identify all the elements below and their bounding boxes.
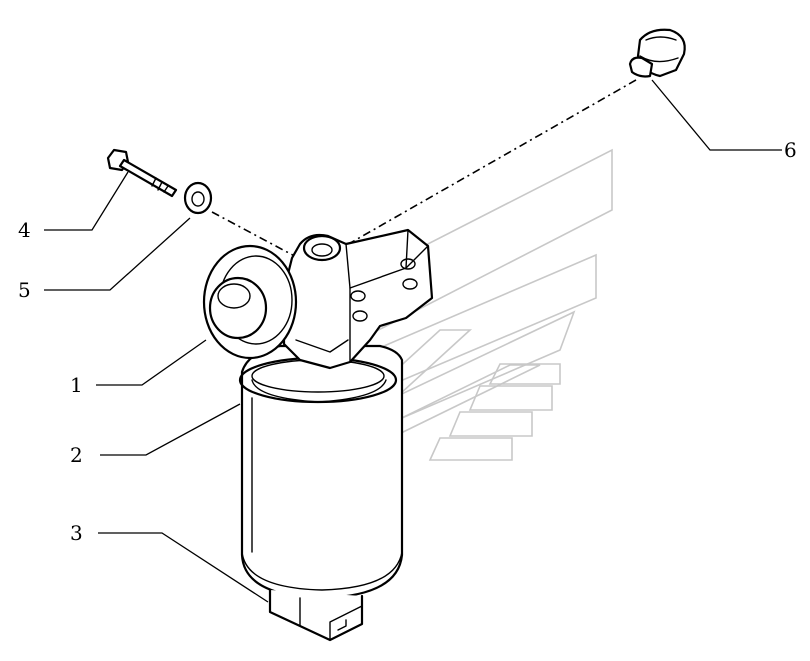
callout-label-2: 2 xyxy=(70,443,83,467)
plug xyxy=(628,28,686,78)
filter-canister xyxy=(238,344,404,600)
callout-label-3: 3 xyxy=(70,521,83,545)
leader-5 xyxy=(44,217,191,291)
callout-label-1: 1 xyxy=(70,373,83,397)
leader-3 xyxy=(98,532,269,603)
leader-4 xyxy=(44,171,129,231)
leader-lines xyxy=(44,79,782,603)
leader-1 xyxy=(96,339,207,386)
filter-head xyxy=(202,228,434,370)
callout-label-6: 6 xyxy=(784,138,797,162)
leader-6 xyxy=(651,79,782,151)
callout-label-4: 4 xyxy=(18,218,31,242)
callout-label-5: 5 xyxy=(18,278,31,302)
leader-2 xyxy=(100,403,241,456)
assembly-line-washer xyxy=(211,211,303,261)
washer xyxy=(183,181,213,215)
assembly-lines xyxy=(211,79,637,261)
assembly-line-plug xyxy=(344,79,637,247)
bolt xyxy=(106,148,178,198)
callout-labels: 1 2 3 4 5 6 xyxy=(18,138,797,545)
drain-base xyxy=(268,588,364,642)
